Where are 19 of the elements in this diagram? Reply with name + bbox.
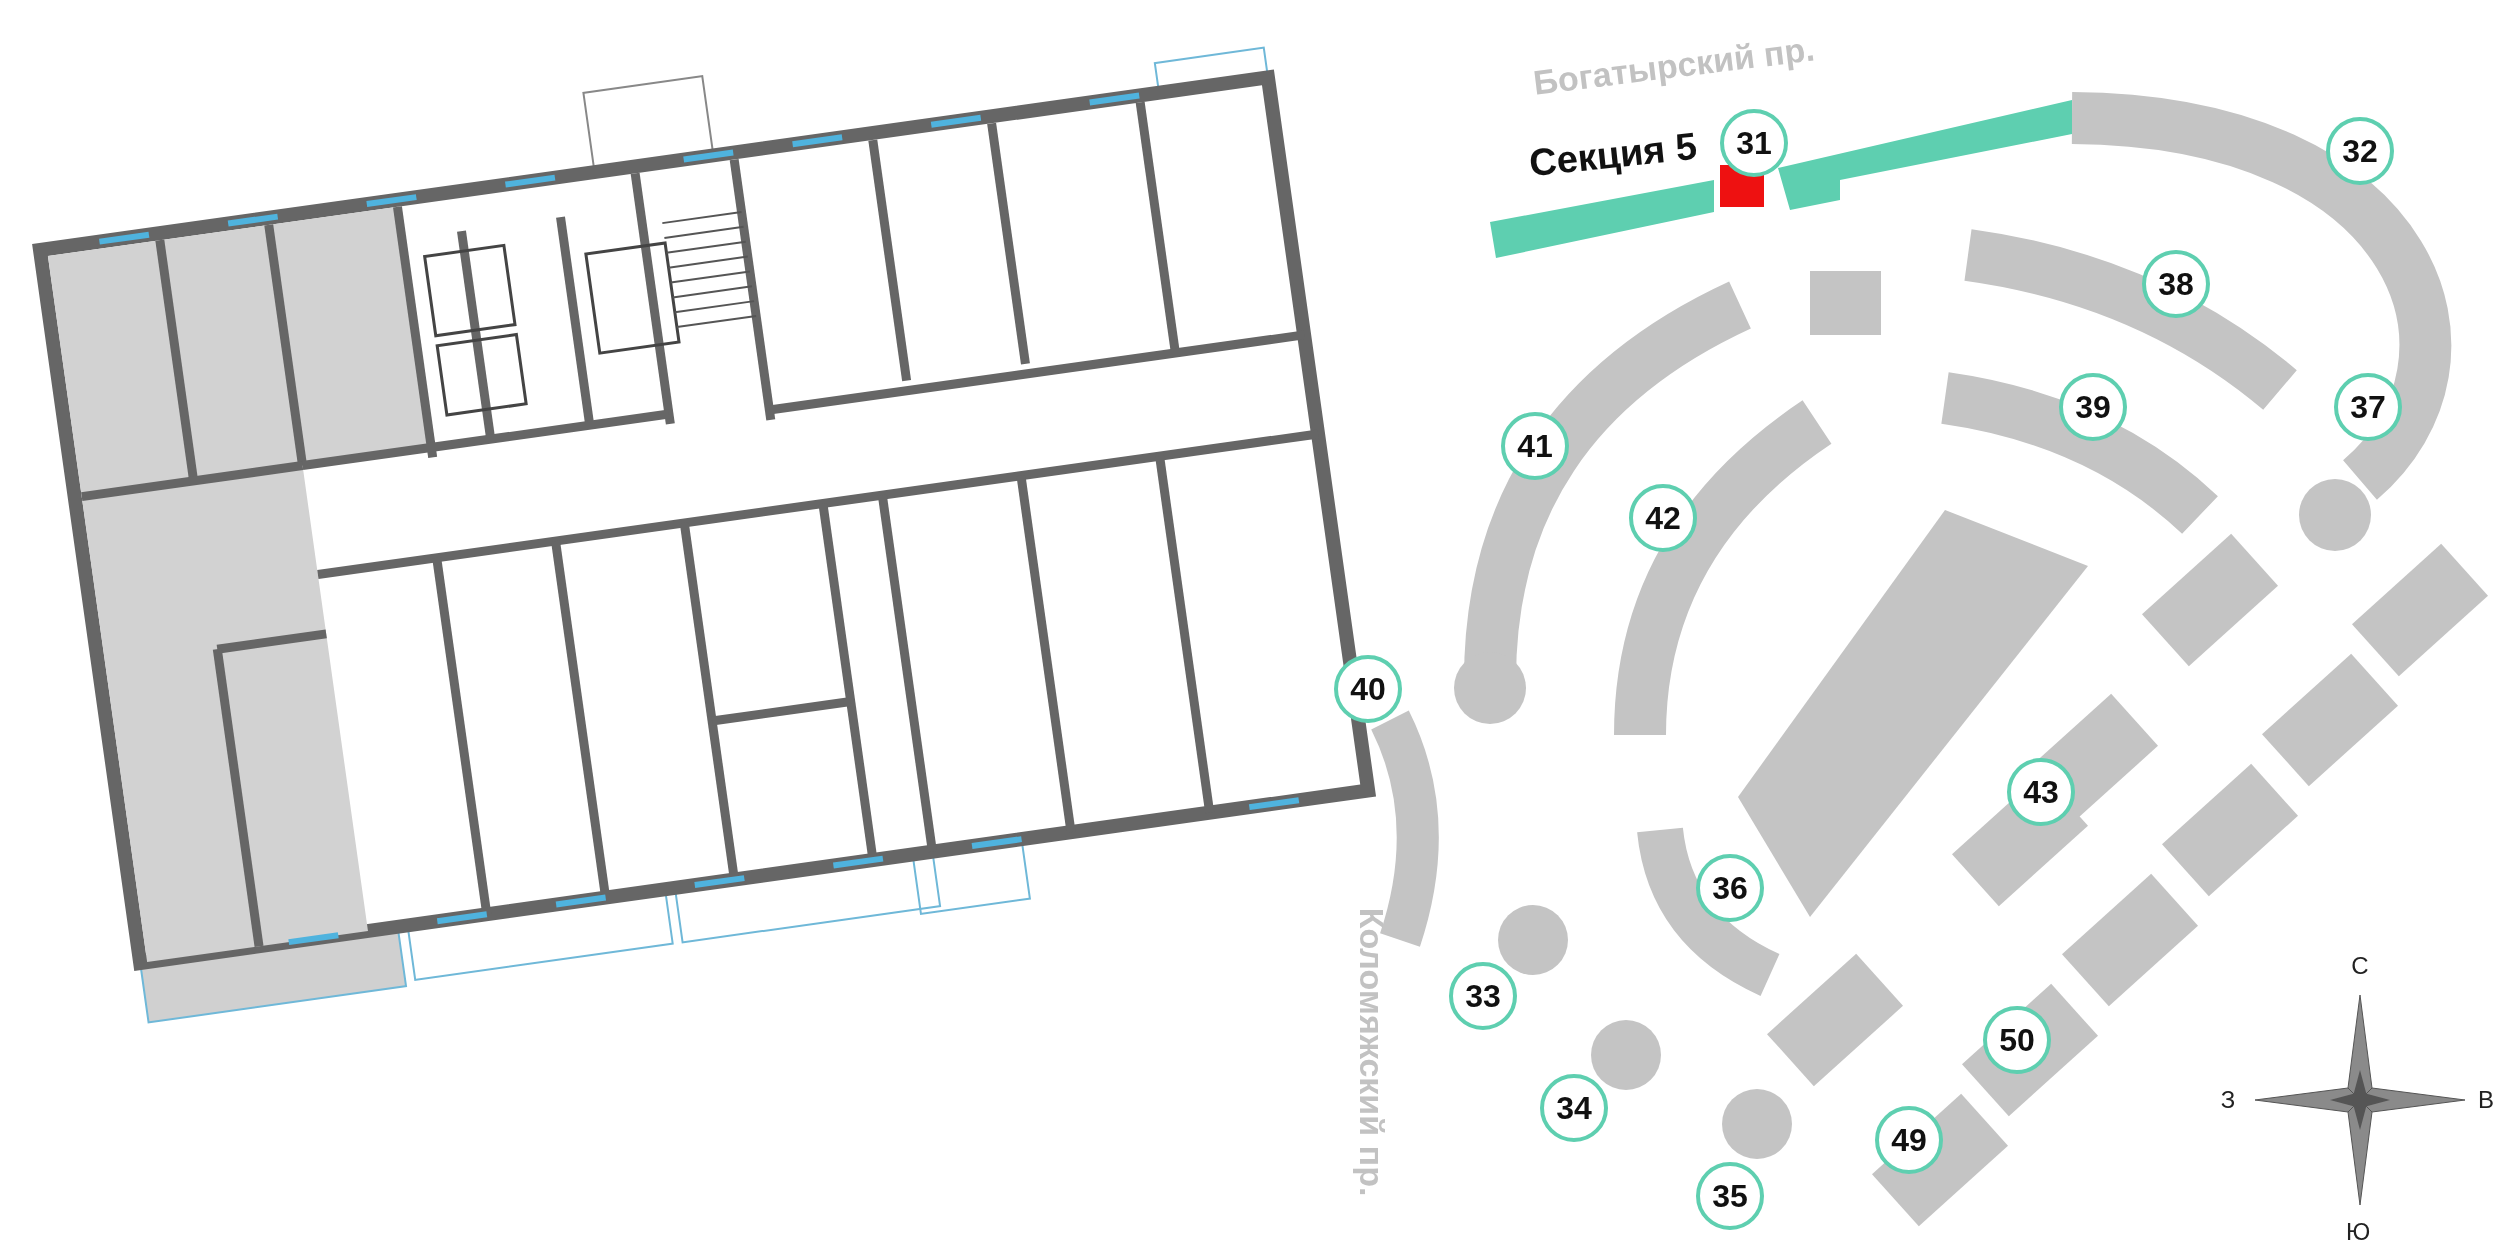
building-number-circle: 49	[1875, 1106, 1943, 1174]
building-number-circle: 41	[1501, 412, 1569, 480]
building-number-circle: 34	[1540, 1074, 1608, 1142]
building-number-circle: 33	[1449, 962, 1517, 1030]
section-label: Секция 5	[1527, 124, 1699, 186]
compass-letter: З	[2220, 1086, 2236, 1114]
building-number-circle: 39	[2059, 373, 2127, 441]
street-name: Богатырский пр.	[1531, 29, 1817, 103]
building-number-circle: 35	[1696, 1162, 1764, 1230]
building-number-circle: 32	[2326, 117, 2394, 185]
building-number-circle: 36	[1696, 854, 1764, 922]
building-number-circle: 42	[1629, 484, 1697, 552]
building-number-circle: 38	[2142, 250, 2210, 318]
compass-letter: С	[2351, 952, 2369, 980]
compass-letter: В	[2478, 1086, 2494, 1114]
compass-letter: Ю	[2345, 1218, 2371, 1246]
building-number-circle: 31	[1720, 109, 1788, 177]
building-number-circle: 37	[2334, 373, 2402, 441]
street-name: Коломяжский пр.	[1351, 907, 1391, 1197]
